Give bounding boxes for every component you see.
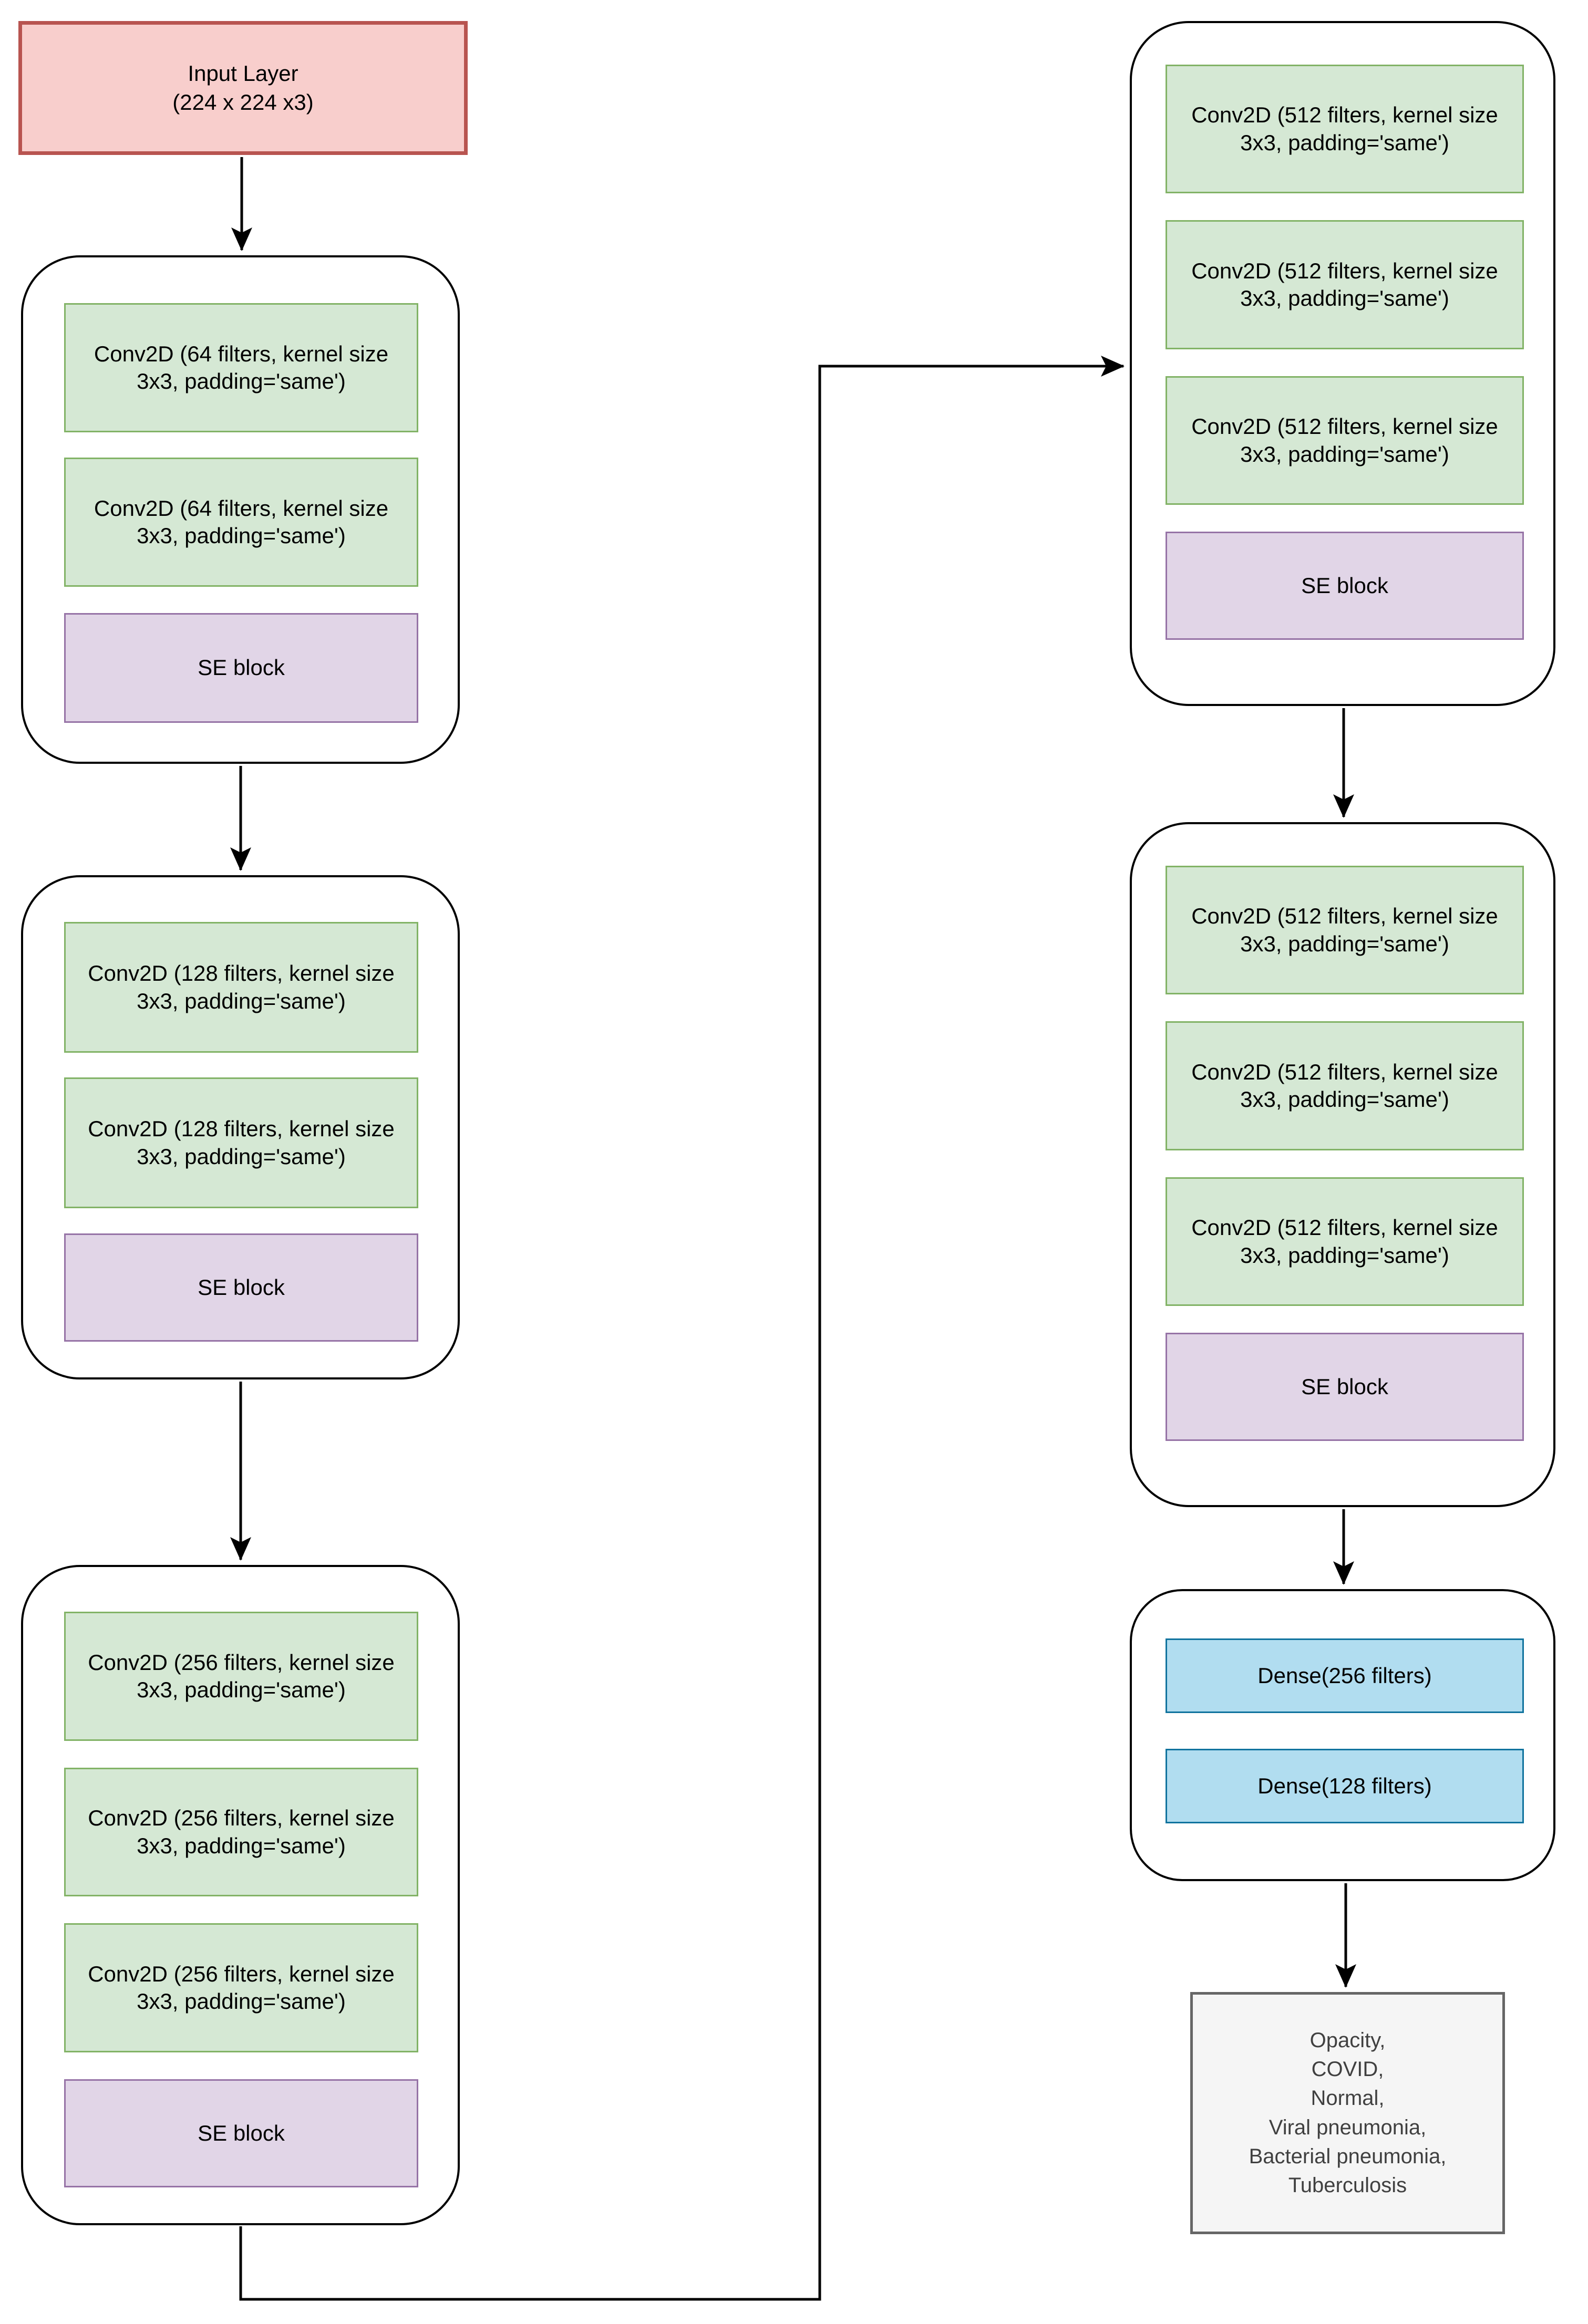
conv-block-128: Conv2D (128 filters, kernel size 3x3, pa… bbox=[21, 875, 460, 1379]
se-block-layer: SE block bbox=[1166, 1333, 1524, 1441]
conv-block-256: Conv2D (256 filters, kernel size 3x3, pa… bbox=[21, 1565, 460, 2225]
se-block-layer: SE block bbox=[64, 2079, 418, 2187]
conv2d-layer: Conv2D (512 filters, kernel size 3x3, pa… bbox=[1166, 220, 1524, 349]
se-block-layer: SE block bbox=[1166, 532, 1524, 640]
conv2d-layer: Conv2D (128 filters, kernel size 3x3, pa… bbox=[64, 922, 418, 1053]
dense-layer: Dense(256 filters) bbox=[1166, 1638, 1524, 1713]
arrow-block256-to-block512a bbox=[239, 356, 1125, 2301]
conv2d-layer: Conv2D (256 filters, kernel size 3x3, pa… bbox=[64, 1923, 418, 2052]
conv2d-layer: Conv2D (512 filters, kernel size 3x3, pa… bbox=[1166, 376, 1524, 505]
conv2d-layer: Conv2D (128 filters, kernel size 3x3, pa… bbox=[64, 1077, 418, 1208]
se-block-layer: SE block bbox=[64, 1233, 418, 1342]
conv2d-layer: Conv2D (512 filters, kernel size 3x3, pa… bbox=[1166, 866, 1524, 994]
conv-block-512-a: Conv2D (512 filters, kernel size 3x3, pa… bbox=[1130, 21, 1555, 706]
conv2d-layer: Conv2D (512 filters, kernel size 3x3, pa… bbox=[1166, 65, 1524, 193]
conv2d-layer: Conv2D (512 filters, kernel size 3x3, pa… bbox=[1166, 1021, 1524, 1150]
conv-block-64: Conv2D (64 filters, kernel size 3x3, pad… bbox=[21, 255, 460, 764]
conv2d-layer: Conv2D (64 filters, kernel size 3x3, pad… bbox=[64, 303, 418, 432]
conv2d-layer: Conv2D (256 filters, kernel size 3x3, pa… bbox=[64, 1612, 418, 1741]
dense-block: Dense(256 filters) Dense(128 filters) bbox=[1130, 1589, 1555, 1881]
conv-block-512-b: Conv2D (512 filters, kernel size 3x3, pa… bbox=[1130, 822, 1555, 1507]
output-classes-node: Opacity, COVID, Normal, Viral pneumonia,… bbox=[1190, 1992, 1505, 2234]
conv2d-layer: Conv2D (512 filters, kernel size 3x3, pa… bbox=[1166, 1177, 1524, 1306]
se-block-layer: SE block bbox=[64, 613, 418, 723]
dense-layer: Dense(128 filters) bbox=[1166, 1749, 1524, 1823]
conv2d-layer: Conv2D (64 filters, kernel size 3x3, pad… bbox=[64, 458, 418, 587]
input-layer-node: Input Layer (224 x 224 x3) bbox=[18, 21, 468, 155]
conv2d-layer: Conv2D (256 filters, kernel size 3x3, pa… bbox=[64, 1768, 418, 1896]
